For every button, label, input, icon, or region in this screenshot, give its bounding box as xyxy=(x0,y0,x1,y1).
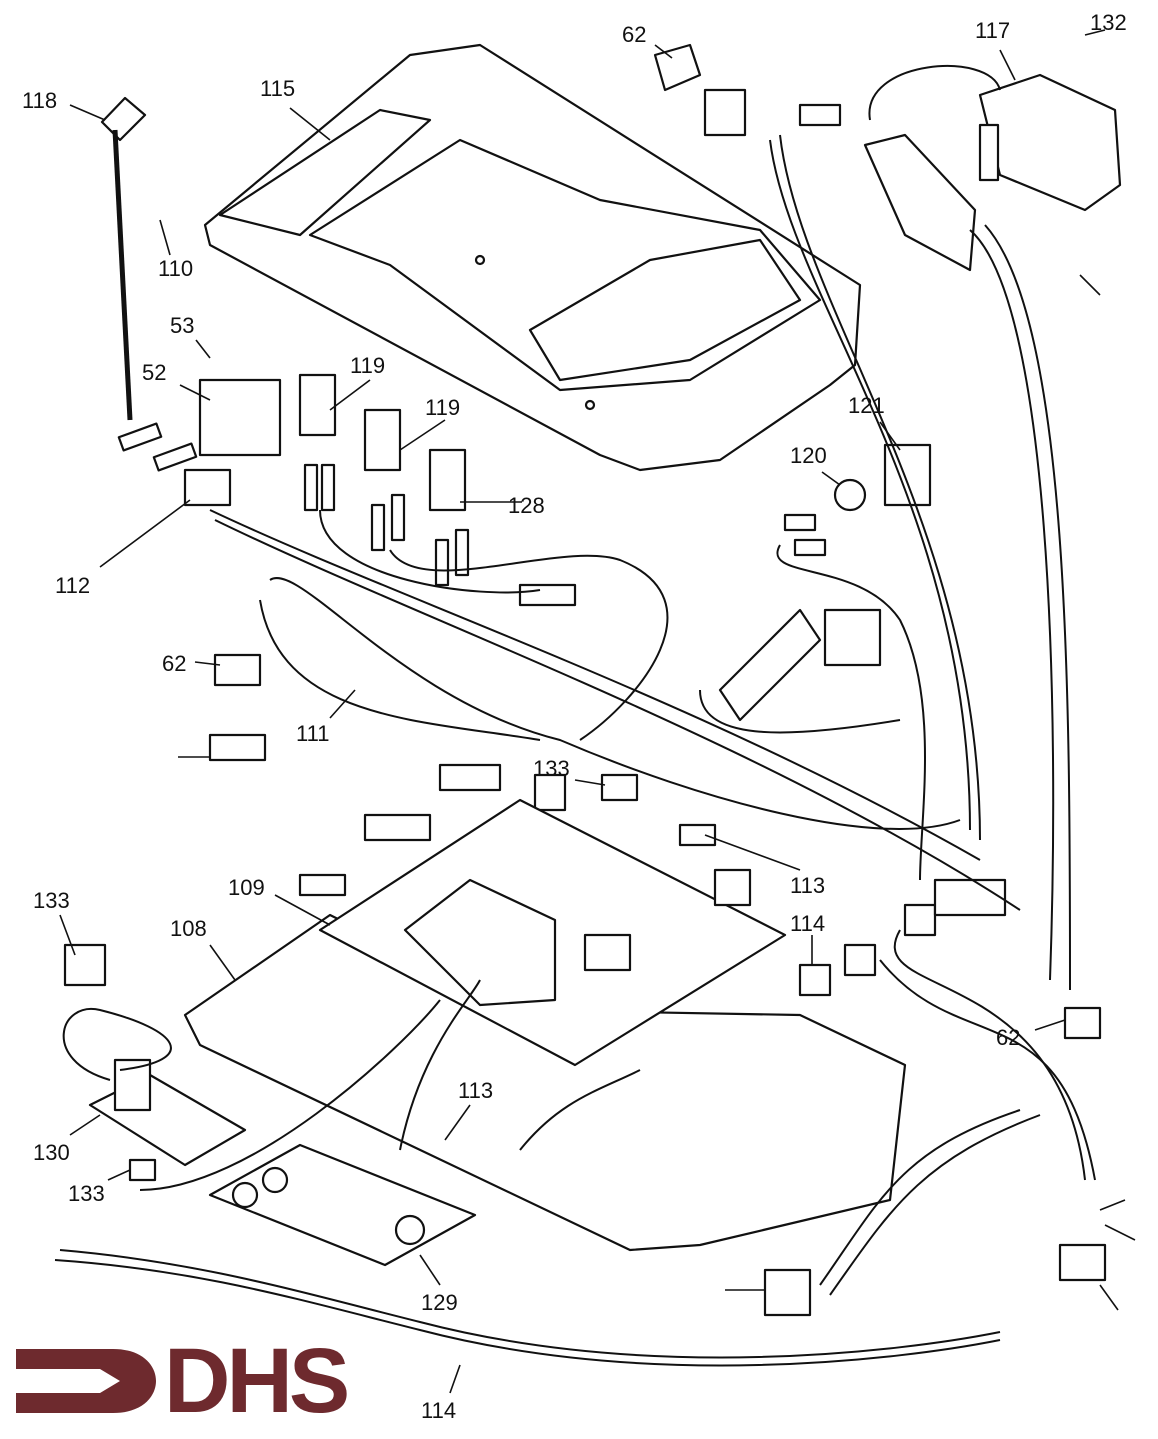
callout-labels: 62 132 117 118 115 110 53 52 119 119 121… xyxy=(22,10,1127,1423)
wiring-harness xyxy=(54,65,1096,1367)
callout-119: 119 xyxy=(350,353,385,378)
callout-53: 53 xyxy=(170,313,194,338)
callout-114: 114 xyxy=(790,911,825,936)
part-130-pcb xyxy=(88,1058,247,1167)
callout-118: 118 xyxy=(22,88,57,113)
callout-117: 117 xyxy=(975,18,1010,43)
part-109-main-pcb xyxy=(318,798,787,1067)
callout-113: 113 xyxy=(458,1078,493,1103)
part-115-control-housing xyxy=(203,43,862,472)
callout-130: 130 xyxy=(33,1140,70,1165)
part-129-pcb xyxy=(208,1143,477,1267)
callout-114: 114 xyxy=(421,1398,456,1423)
callout-113: 113 xyxy=(790,873,825,898)
callout-128: 128 xyxy=(508,493,545,518)
part-117-ignition-unit xyxy=(863,73,1122,272)
callout-111: 111 xyxy=(296,721,329,746)
dhs-logo: DHS xyxy=(8,1330,350,1432)
connectors xyxy=(63,43,1107,1317)
callout-62: 62 xyxy=(162,651,186,676)
callout-132: 132 xyxy=(1090,10,1127,35)
callout-109: 109 xyxy=(228,875,265,900)
callout-133: 133 xyxy=(33,888,70,913)
callout-108: 108 xyxy=(170,916,207,941)
callout-52: 52 xyxy=(142,360,166,385)
callout-115: 115 xyxy=(260,76,295,101)
arrow-logo-icon xyxy=(16,1349,156,1413)
callout-62: 62 xyxy=(996,1025,1020,1050)
logo-text: DHS xyxy=(164,1330,350,1432)
callout-119: 119 xyxy=(425,395,460,420)
callout-133: 133 xyxy=(533,756,570,781)
callout-62: 62 xyxy=(622,22,646,47)
callout-110: 110 xyxy=(158,256,193,281)
callout-120: 120 xyxy=(790,443,827,468)
leader-lines xyxy=(59,29,1136,1394)
callout-112: 112 xyxy=(55,573,90,598)
callout-129: 129 xyxy=(421,1290,458,1315)
callout-133: 133 xyxy=(68,1181,105,1206)
callout-121: 121 xyxy=(848,393,885,418)
